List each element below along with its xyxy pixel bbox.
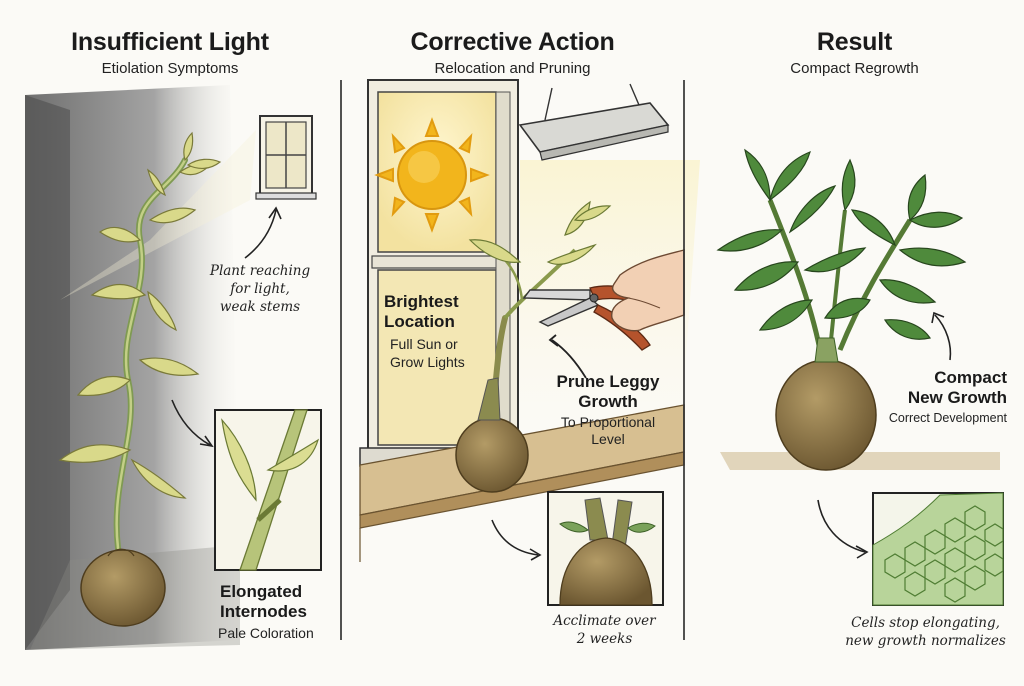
cell-structure-inset bbox=[872, 492, 1004, 606]
label-line: Elongated bbox=[220, 582, 303, 601]
label-line: To Proportional bbox=[560, 414, 656, 430]
panel-title: Result bbox=[816, 28, 893, 56]
inset-arrow-1 bbox=[171, 399, 214, 448]
etiolated-plant bbox=[58, 131, 222, 627]
note-line: Acclimate over bbox=[553, 613, 656, 629]
reaching-note: Plant reaching for light, weak stems bbox=[200, 262, 320, 316]
acclimate-arrow bbox=[491, 519, 542, 561]
reaching-arrow bbox=[244, 206, 282, 259]
label-line: Prune Leggy bbox=[556, 372, 660, 391]
panel-insufficient-light: Insufficient Light Etiolation Symptoms P… bbox=[0, 0, 340, 686]
hand-icon bbox=[611, 249, 685, 332]
panel-divider-1 bbox=[340, 80, 342, 640]
acclimate-note: Acclimate over 2 weeks bbox=[542, 612, 667, 648]
panel-corrective-action: Corrective Action Relocation and Pruning… bbox=[342, 0, 683, 686]
panel-subtitle: Compact Regrowth bbox=[790, 60, 919, 77]
prune-arrow bbox=[548, 334, 587, 379]
cells-arrow bbox=[817, 499, 869, 559]
internode-label: Elongated Internodes bbox=[220, 582, 307, 622]
growth-arrow bbox=[931, 311, 952, 361]
sun-icon bbox=[374, 117, 490, 233]
label-line: New Growth bbox=[907, 388, 1007, 407]
prune-leggy-label: Prune Leggy Growth bbox=[548, 372, 668, 412]
label-line: Growth bbox=[578, 392, 638, 411]
full-sun-label: Full Sun or Grow Lights bbox=[390, 335, 465, 371]
base-inset bbox=[547, 491, 664, 606]
note-line: Cells stop elongating, bbox=[851, 615, 1000, 631]
panel-title: Insufficient Light bbox=[71, 28, 269, 56]
small-window bbox=[60, 115, 317, 300]
note-line: weak stems bbox=[219, 299, 301, 315]
label-line: Full Sun or bbox=[390, 336, 458, 352]
healthy-plant bbox=[716, 148, 1000, 471]
note-line: Plant reaching bbox=[209, 263, 311, 279]
label-line: Brightest bbox=[384, 292, 459, 311]
dark-corner-wall bbox=[25, 85, 240, 650]
label-line: Level bbox=[591, 431, 625, 447]
label-line: Grow Lights bbox=[390, 354, 465, 370]
note-line: for light, bbox=[230, 281, 290, 297]
panel-subtitle: Relocation and Pruning bbox=[434, 60, 591, 77]
note-line: 2 weeks bbox=[576, 631, 633, 647]
grow-light-fixture bbox=[518, 83, 700, 440]
pale-coloration-label: Pale Coloration bbox=[218, 625, 314, 641]
cells-note: Cells stop elongating, new growth normal… bbox=[833, 614, 1018, 650]
compact-growth-label: Compact New Growth bbox=[877, 368, 1007, 408]
panel-result: Result Compact Regrowth Compact New Grow… bbox=[685, 0, 1024, 686]
correct-development-label: Correct Development bbox=[888, 411, 1007, 425]
label-line: Location bbox=[384, 312, 455, 331]
panel-title: Corrective Action bbox=[410, 28, 615, 56]
panel-subtitle: Etiolation Symptoms bbox=[101, 60, 239, 77]
panel-divider-2 bbox=[683, 80, 685, 640]
brightest-location-label: Brightest Location bbox=[384, 292, 459, 332]
pruned-plant bbox=[455, 200, 612, 493]
label-line: Compact bbox=[934, 368, 1007, 387]
label-line: Internodes bbox=[220, 602, 307, 621]
note-line: new growth normalizes bbox=[845, 633, 1006, 649]
proportional-level-label: To Proportional Level bbox=[548, 414, 668, 448]
internode-inset bbox=[214, 409, 322, 571]
